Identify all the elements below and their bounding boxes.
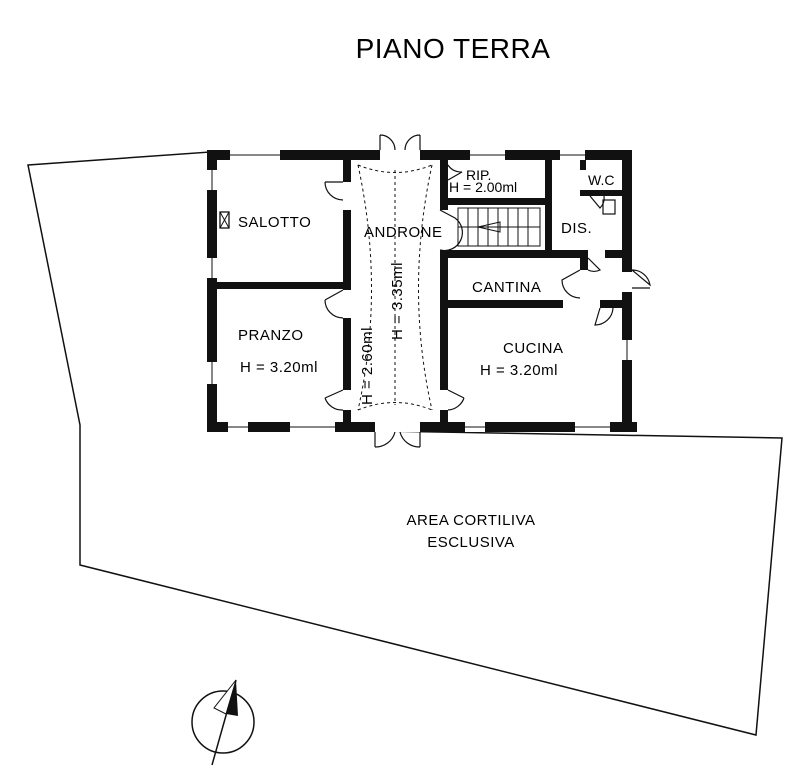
wall-openings — [207, 150, 632, 432]
window-lines — [211, 154, 628, 428]
plan-title: PIANO TERRA — [356, 33, 551, 64]
doors — [324, 134, 651, 448]
cucina-height: H = 3.20ml — [480, 362, 558, 379]
wc-fixture-icon — [602, 199, 616, 215]
room-label-salotto: SALOTTO — [238, 214, 311, 231]
room-label-dis: DIS. — [561, 220, 592, 237]
courtyard-label-line2: ESCLUSIVA — [427, 534, 515, 551]
room-label-androne: ANDRONE — [364, 224, 443, 241]
room-label-cantina: CANTINA — [472, 279, 541, 296]
interior-walls — [217, 160, 622, 422]
outer-walls — [207, 150, 637, 432]
room-label-pranzo: PRANZO — [238, 327, 304, 344]
androne-vault — [357, 164, 433, 411]
north-arrow-icon — [191, 679, 255, 766]
fireplace-icon — [219, 211, 230, 229]
courtyard-label-line1: AREA CORTILIVA — [407, 512, 536, 529]
pranzo-height: H = 3.20ml — [240, 359, 318, 376]
rip-height: H = 2.00ml — [449, 179, 517, 195]
corridor-height: H = 2.60ml — [359, 327, 376, 405]
room-label-cucina: CUCINA — [503, 340, 564, 357]
staircase — [457, 207, 541, 247]
androne-height: H = 3.35ml — [389, 262, 406, 340]
room-label-rip: RIP. — [466, 167, 491, 183]
room-label-wc: W.C — [588, 172, 614, 188]
